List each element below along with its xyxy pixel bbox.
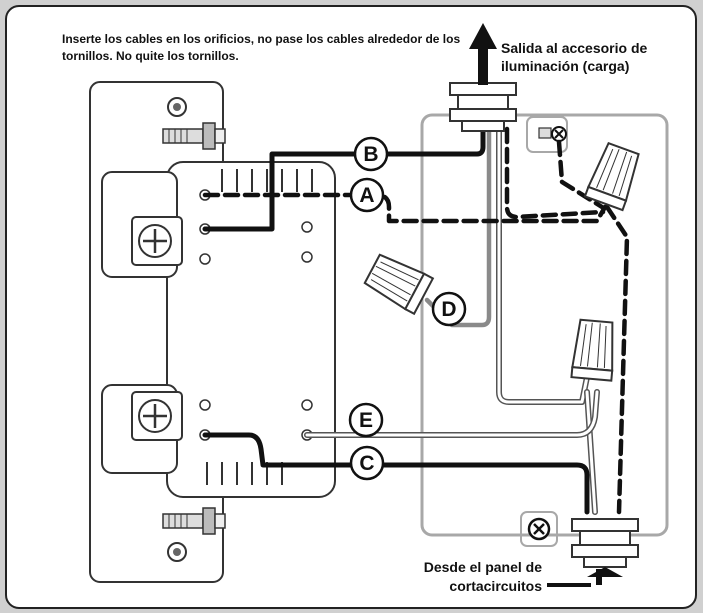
wire-label-b: B bbox=[353, 136, 389, 172]
svg-text:C: C bbox=[359, 452, 374, 475]
instructions-text: Inserte los cables en los orificios, no … bbox=[62, 32, 461, 63]
svg-text:D: D bbox=[441, 298, 456, 321]
wire-label-a: A bbox=[349, 177, 385, 213]
wire-nut-icon bbox=[583, 141, 640, 212]
wire-d bbox=[424, 126, 492, 328]
wire-label-d: D bbox=[431, 291, 467, 327]
output-label: Salida al accesorio de iluminación (carg… bbox=[501, 40, 648, 74]
wire-label-e: E bbox=[348, 402, 384, 438]
ground-screw-icon bbox=[526, 116, 568, 153]
switch-body bbox=[101, 161, 336, 498]
svg-text:B: B bbox=[363, 143, 378, 166]
terminal-screw-top bbox=[131, 216, 183, 266]
wire-ground-load bbox=[504, 126, 606, 220]
wire-nut-icon bbox=[363, 253, 435, 316]
wire-nut-icon bbox=[570, 318, 614, 382]
cable-connector-top bbox=[449, 82, 517, 132]
arrow-right-icon bbox=[547, 567, 623, 587]
cable-connector-bottom bbox=[571, 518, 639, 568]
diagram-panel: Inserte los cables en los orificios, no … bbox=[5, 5, 697, 609]
svg-text:E: E bbox=[359, 409, 373, 432]
arrow-up-icon bbox=[469, 23, 497, 85]
wire-ground-supply bbox=[604, 204, 630, 515]
svg-text:A: A bbox=[359, 184, 374, 207]
mounting-screw-bottom bbox=[162, 507, 226, 535]
input-label: Desde el panel de cortacircuitos bbox=[423, 559, 542, 594]
terminal-screw-bottom bbox=[131, 391, 183, 441]
mounting-screw-top bbox=[162, 122, 226, 150]
wiring-diagram: B A D E C bbox=[89, 23, 669, 587]
wire-b bbox=[202, 126, 486, 232]
wire-label-c: C bbox=[349, 445, 385, 481]
ground-screw-icon bbox=[520, 511, 558, 547]
wire-c bbox=[202, 432, 590, 515]
